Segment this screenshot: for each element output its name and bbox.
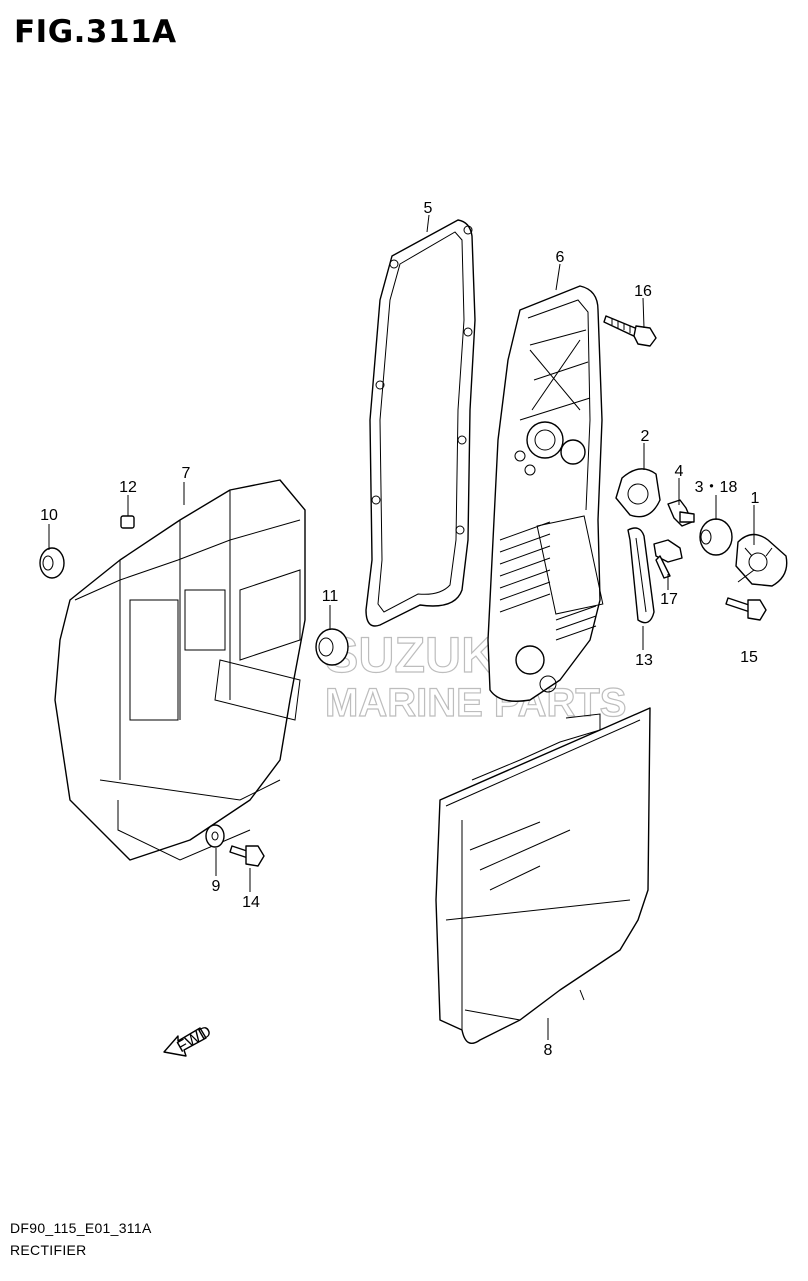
callout-12: 12 [119, 479, 137, 496]
callout-6: 6 [556, 249, 565, 266]
cover-part-8[interactable] [435, 707, 651, 1044]
figure-title: FIG.311A [14, 14, 177, 50]
drawing-code: DF90_115_E01_311A [10, 1220, 152, 1236]
callout-labels: 5 6 16 2 4 3・18 1 15 17 13 7 12 10 11 9 … [40, 200, 759, 1059]
callout-14: 14 [242, 894, 260, 911]
bolt-part-4[interactable] [667, 499, 695, 527]
callout-15: 15 [740, 649, 758, 666]
clamp-part-13[interactable] [627, 527, 655, 624]
callout-9: 9 [212, 878, 221, 895]
grommet-part-3-18[interactable] [699, 518, 733, 556]
bolt-part-15[interactable] [725, 597, 767, 621]
watermark: SUZUKI MARINE PARTS [324, 626, 627, 725]
callout-7: 7 [182, 465, 191, 482]
callout-1: 1 [751, 490, 760, 507]
bracket-part-6[interactable] [487, 285, 604, 702]
washer-part-9[interactable] [205, 824, 225, 848]
callout-8: 8 [544, 1042, 553, 1059]
gasket-part-5[interactable] [365, 219, 476, 627]
callout-5: 5 [424, 200, 433, 217]
bolt-part-16[interactable] [603, 315, 657, 347]
callout-10: 10 [40, 507, 58, 524]
callout-11: 11 [322, 588, 339, 605]
holder-part-1[interactable] [735, 533, 788, 587]
callout-3-18: 3・18 [695, 479, 738, 496]
clip-part-12[interactable] [120, 515, 135, 529]
watermark-line2: MARINE PARTS [325, 681, 626, 725]
callout-4: 4 [675, 463, 684, 480]
cover-frame-part-7[interactable] [54, 479, 306, 861]
watermark-line1: SUZUKI [325, 627, 511, 683]
callout-17: 17 [660, 591, 678, 608]
fwd-direction-arrow: FWD [163, 1023, 214, 1057]
leader-lines [48, 214, 755, 1040]
callout-2: 2 [641, 428, 650, 445]
bolt-part-14[interactable] [229, 845, 265, 867]
callout-13: 13 [635, 652, 653, 669]
gasket-part-2[interactable] [615, 468, 661, 518]
cooling-fins [499, 521, 551, 613]
figure-caption: RECTIFIER [10, 1242, 87, 1258]
grommet-part-11[interactable] [315, 628, 349, 666]
callout-16: 16 [634, 283, 652, 300]
grommet-part-10[interactable] [39, 547, 65, 579]
fwd-label: FWD [174, 1023, 214, 1056]
bolt-part-17[interactable] [653, 539, 683, 579]
